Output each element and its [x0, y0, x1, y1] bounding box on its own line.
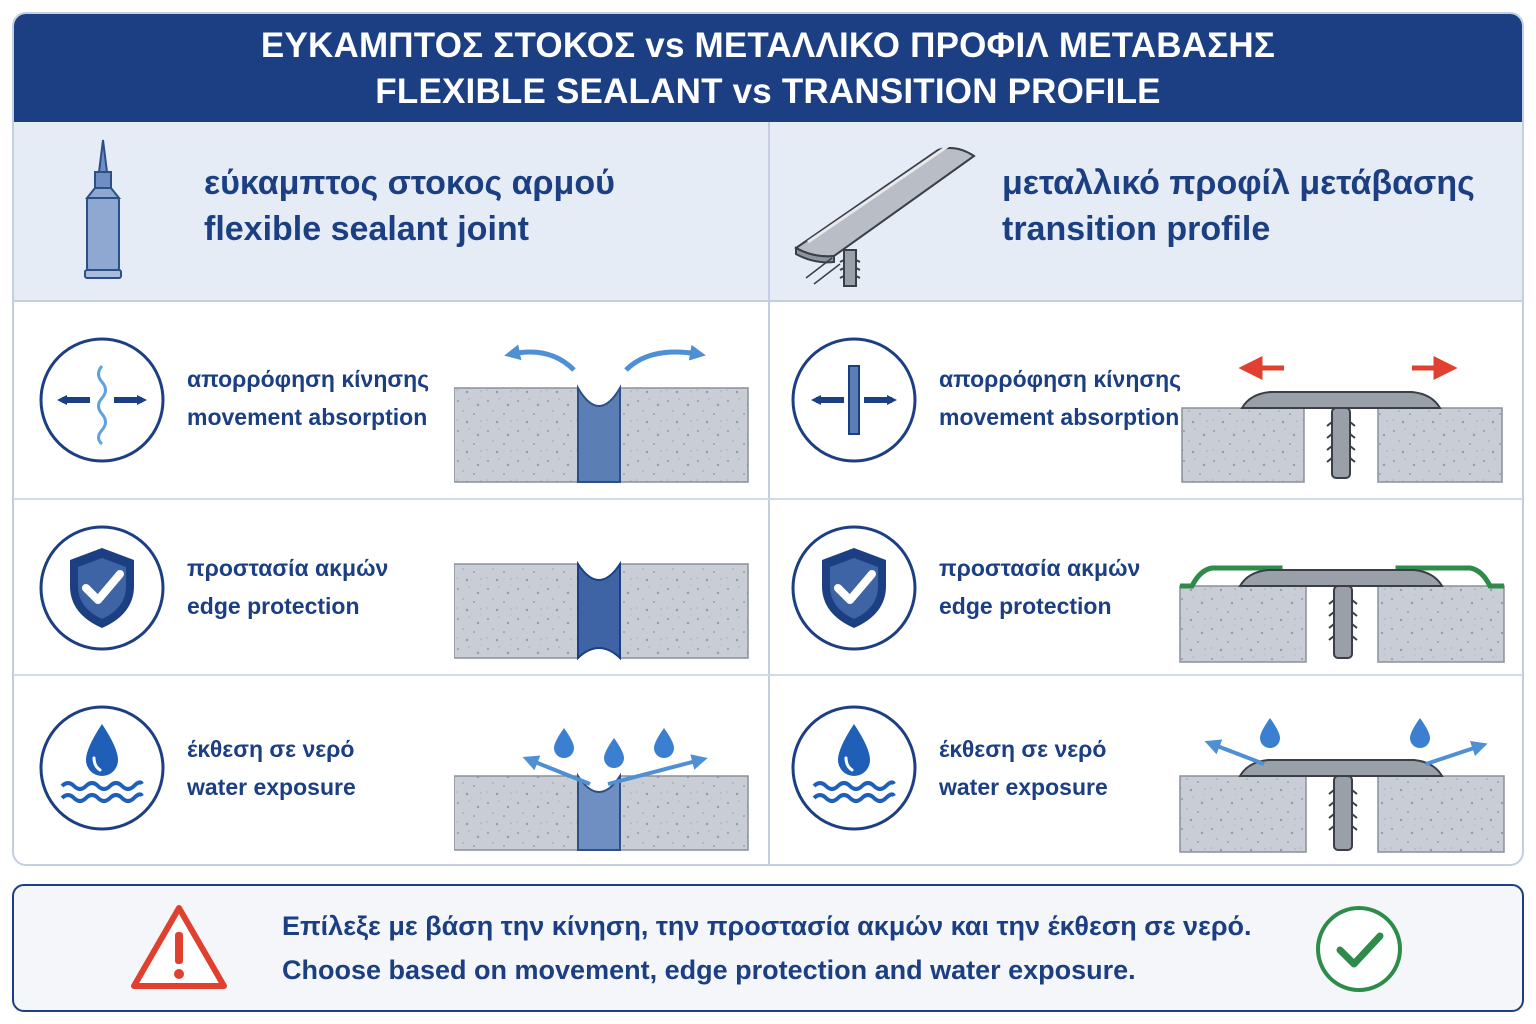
movement-arrows-icon: [791, 337, 917, 463]
feature-label-english: edge protection: [939, 593, 1112, 619]
feature-label-english: water exposure: [187, 774, 356, 800]
column-title-english: flexible sealant joint: [204, 210, 529, 248]
row-divider: [14, 674, 1522, 676]
water-drop-icon: [791, 705, 917, 831]
shield-check-icon: [39, 525, 165, 651]
profile-edge-diagram: [1179, 565, 1505, 663]
recommendation-english: Choose based on movement, edge protectio…: [282, 955, 1136, 985]
column-divider: [768, 122, 770, 864]
comparison-panel: ΕΥΚΑΜΠΤΟΣ ΣΤΟΚΟΣ vs ΜΕΤΑΛΛΙΚΟ ΠΡΟΦΙΛ ΜΕΤ…: [12, 12, 1524, 866]
column-title-english: transition profile: [1002, 210, 1271, 248]
sealant-tube-icon: [84, 139, 122, 279]
feature-label-movement: απορρόφηση κίνησης movement absorption: [939, 360, 1181, 436]
sealant-water-diagram: [454, 728, 749, 851]
feature-label-greek: απορρόφηση κίνησης: [187, 366, 430, 392]
profile-water-diagram: [1179, 718, 1505, 853]
feature-label-greek: προστασία ακμών: [187, 555, 389, 581]
feature-label-edge: προστασία ακμών edge protection: [187, 549, 388, 625]
feature-label-greek: προστασία ακμών: [939, 555, 1141, 581]
sealant-movement-diagram: [454, 344, 749, 483]
feature-label-greek: έκθεση σε νερό: [939, 736, 1107, 762]
sealant-edge-diagram: [454, 560, 749, 661]
feature-label-english: water exposure: [939, 774, 1108, 800]
recommendation-box: Επίλεξε με βάση την κίνηση, την προστασί…: [12, 884, 1524, 1012]
feature-label-greek: απορρόφηση κίνησης: [939, 366, 1182, 392]
recommendation-greek: Επίλεξε με βάση την κίνηση, την προστασί…: [282, 911, 1252, 941]
t-profile-icon: [794, 144, 976, 287]
check-circle-icon: [1316, 906, 1402, 992]
water-drop-icon: [39, 705, 165, 831]
column-title-profile: μεταλλικό προφίλ μετάβασης transition pr…: [1002, 160, 1475, 252]
title-english: FLEXIBLE SEALANT vs TRANSITION PROFILE: [375, 72, 1161, 111]
feature-label-greek: έκθεση σε νερό: [187, 736, 355, 762]
title-greek: ΕΥΚΑΜΠΤΟΣ ΣΤΟΚΟΣ vs ΜΕΤΑΛΛΙΚΟ ΠΡΟΦΙΛ ΜΕΤ…: [260, 26, 1276, 65]
column-title-greek: εύκαμπτος στοκος αρμού: [204, 164, 615, 202]
feature-label-english: movement absorption: [939, 404, 1180, 430]
feature-label-water: έκθεση σε νερό water exposure: [939, 730, 1108, 806]
column-title-sealant: εύκαμπτος στοκος αρμού flexible sealant …: [204, 160, 615, 252]
title-bar: ΕΥΚΑΜΠΤΟΣ ΣΤΟΚΟΣ vs ΜΕΤΑΛΛΙΚΟ ΠΡΟΦΙΛ ΜΕΤ…: [14, 14, 1522, 122]
row-divider: [14, 498, 1522, 500]
feature-label-english: movement absorption: [187, 404, 428, 430]
column-title-greek: μεταλλικό προφίλ μετάβασης: [1002, 164, 1475, 202]
feature-label-edge: προστασία ακμών edge protection: [939, 549, 1140, 625]
feature-label-english: edge protection: [187, 593, 360, 619]
warning-triangle-icon: [131, 905, 227, 989]
recommendation-text: Επίλεξε με βάση την κίνηση, την προστασί…: [282, 904, 1252, 992]
feature-label-water: έκθεση σε νερό water exposure: [187, 730, 356, 806]
movement-arrows-icon: [39, 337, 165, 463]
profile-movement-diagram: [1181, 355, 1503, 483]
shield-check-icon: [791, 525, 917, 651]
feature-label-movement: απορρόφηση κίνησης movement absorption: [187, 360, 429, 436]
